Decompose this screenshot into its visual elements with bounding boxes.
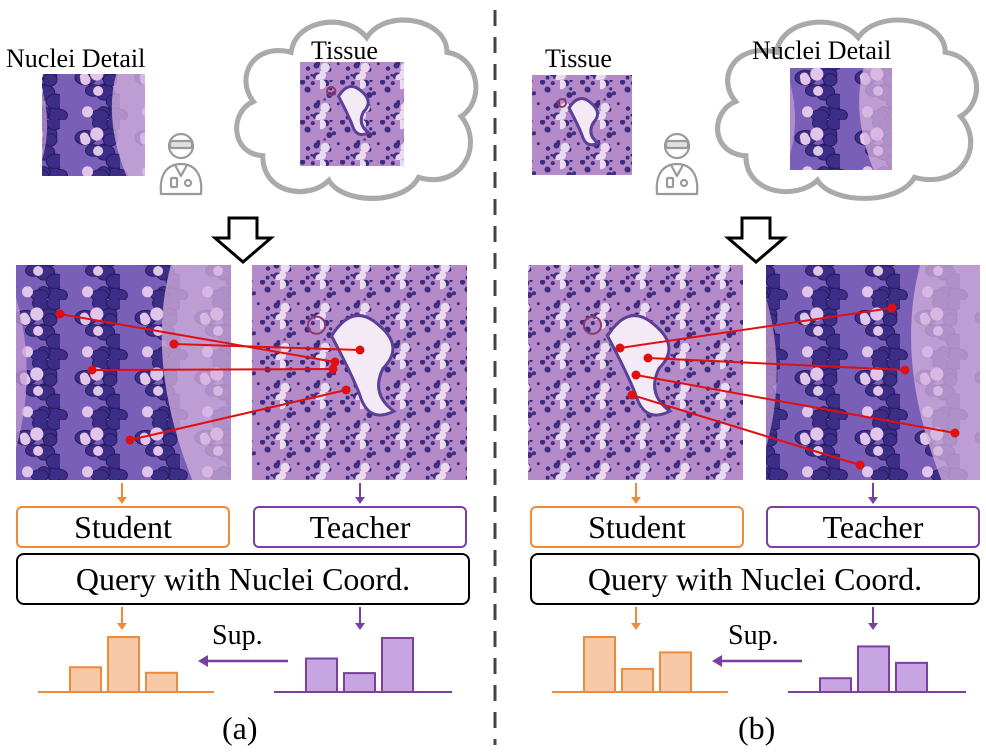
panel-b-student-histogram-bar-2 bbox=[621, 667, 654, 694]
panel-a-point-dst-2 bbox=[355, 345, 365, 355]
panel-a-top-left-label: Nuclei Detail bbox=[6, 44, 146, 73]
panel-b-sup-label: Sup. bbox=[728, 620, 779, 651]
panel-a-teacher-histogram-bar-2 bbox=[343, 672, 376, 693]
panel-a-thumb-nuclei bbox=[42, 74, 145, 176]
panel-a-teacher-box: Teacher bbox=[253, 506, 467, 548]
panel-b-student-image bbox=[528, 265, 743, 480]
panel-a-student-box: Student bbox=[16, 506, 230, 548]
panel-b-teacher-histogram-bar-2 bbox=[857, 645, 890, 693]
panel-b-teacher-histogram bbox=[788, 645, 966, 693]
panel-a-pathologist-icon bbox=[159, 132, 203, 196]
panel-a-teacher-histogram bbox=[274, 637, 452, 694]
panel-a-teacher-histogram-bar-3 bbox=[381, 637, 414, 693]
panel-b-student-histogram bbox=[552, 636, 728, 694]
panel-b-point-src-1 bbox=[615, 343, 625, 353]
panel-b-cloud-label: Nuclei Detail bbox=[752, 36, 892, 65]
panel-b-student-histogram-bar-3 bbox=[659, 651, 692, 694]
panel-a-teacher-arrow bbox=[355, 483, 365, 504]
panel-a-student-histogram-bar-3 bbox=[145, 671, 178, 693]
panel-b-teacher-image bbox=[766, 265, 980, 480]
panel-a-link-4 bbox=[129, 389, 347, 441]
panel-a-point-src-3 bbox=[87, 365, 97, 375]
panel-a-student-arrow bbox=[117, 483, 127, 504]
panel-b-link-1 bbox=[619, 307, 893, 349]
panel-b-link-2 bbox=[647, 357, 906, 371]
panel-a-link-2 bbox=[173, 343, 361, 351]
panel-b-thumb-nuclei bbox=[790, 68, 892, 170]
panel-a-point-dst-1 bbox=[330, 357, 340, 367]
panel-b-top-left-label: Tissue bbox=[545, 44, 612, 73]
panel-a-correspondences bbox=[55, 309, 365, 445]
panel-a-point-src-4 bbox=[125, 435, 135, 445]
panel-b-sup-arrow bbox=[712, 655, 802, 667]
panel-b-link-4 bbox=[631, 394, 861, 466]
panel-a-point-dst-3 bbox=[328, 364, 338, 374]
panel-a-point-src-1 bbox=[55, 309, 65, 319]
panel-a-sup-arrow bbox=[198, 655, 288, 667]
panel-b-pathologist-icon bbox=[655, 132, 699, 196]
panel-a-teacher-out-arrow bbox=[355, 607, 365, 630]
panel-a-sup-label: Sup. bbox=[212, 620, 263, 651]
panel-b-point-src-4 bbox=[627, 390, 637, 400]
panel-a-point-src-2 bbox=[169, 339, 179, 349]
panel-b-point-dst-4 bbox=[855, 460, 865, 470]
panel-b-down-arrow-icon bbox=[723, 216, 789, 264]
panel-a-teacher-histogram-bar-1 bbox=[305, 657, 338, 694]
panel-a-student-image bbox=[16, 265, 231, 480]
panel-a-cloud-label: Tissue bbox=[311, 36, 378, 65]
panel-a-point-dst-4 bbox=[341, 385, 351, 395]
panel-a-thumb-tissue bbox=[300, 62, 404, 166]
panel-b-thumb-tissue bbox=[532, 75, 632, 175]
panel-a-student-histogram-bar-1 bbox=[69, 666, 102, 693]
panel-a-teacher-image bbox=[252, 265, 467, 480]
panel-a-query-box: Query with Nuclei Coord. bbox=[16, 553, 470, 605]
panel-b-teacher-out-arrow bbox=[868, 607, 878, 630]
panel-a-student-histogram bbox=[38, 636, 214, 693]
panel-b-student-histogram-bar-1 bbox=[583, 636, 616, 693]
panel-b-student-box: Student bbox=[530, 506, 744, 548]
panel-b-point-dst-1 bbox=[887, 303, 897, 313]
panel-b-link-3 bbox=[635, 374, 956, 434]
panel-a-student-out-arrow bbox=[117, 607, 127, 630]
panel-b-caption: (b) bbox=[738, 710, 776, 746]
panel-b-point-src-3 bbox=[631, 370, 641, 380]
panel-b-query-box: Query with Nuclei Coord. bbox=[530, 553, 980, 605]
panel-b-point-src-2 bbox=[643, 353, 653, 363]
panel-b-student-arrow bbox=[631, 483, 641, 504]
panel-a-link-3 bbox=[91, 368, 334, 371]
panel-a-student-histogram-bar-2 bbox=[107, 636, 140, 693]
panel-b-teacher-box: Teacher bbox=[766, 506, 980, 548]
panel-a-link-1 bbox=[59, 313, 336, 363]
panel-b-correspondences bbox=[615, 303, 960, 470]
panel-b-point-dst-3 bbox=[950, 428, 960, 438]
panel-a-down-arrow-icon bbox=[210, 216, 276, 264]
panel-b-teacher-arrow bbox=[868, 483, 878, 504]
panel-b-point-dst-2 bbox=[900, 365, 910, 375]
panel-b-student-out-arrow bbox=[631, 607, 641, 630]
panel-b-teacher-histogram-bar-3 bbox=[895, 661, 928, 693]
panel-a-caption: (a) bbox=[222, 710, 258, 746]
panel-b-teacher-histogram-bar-1 bbox=[819, 677, 852, 693]
